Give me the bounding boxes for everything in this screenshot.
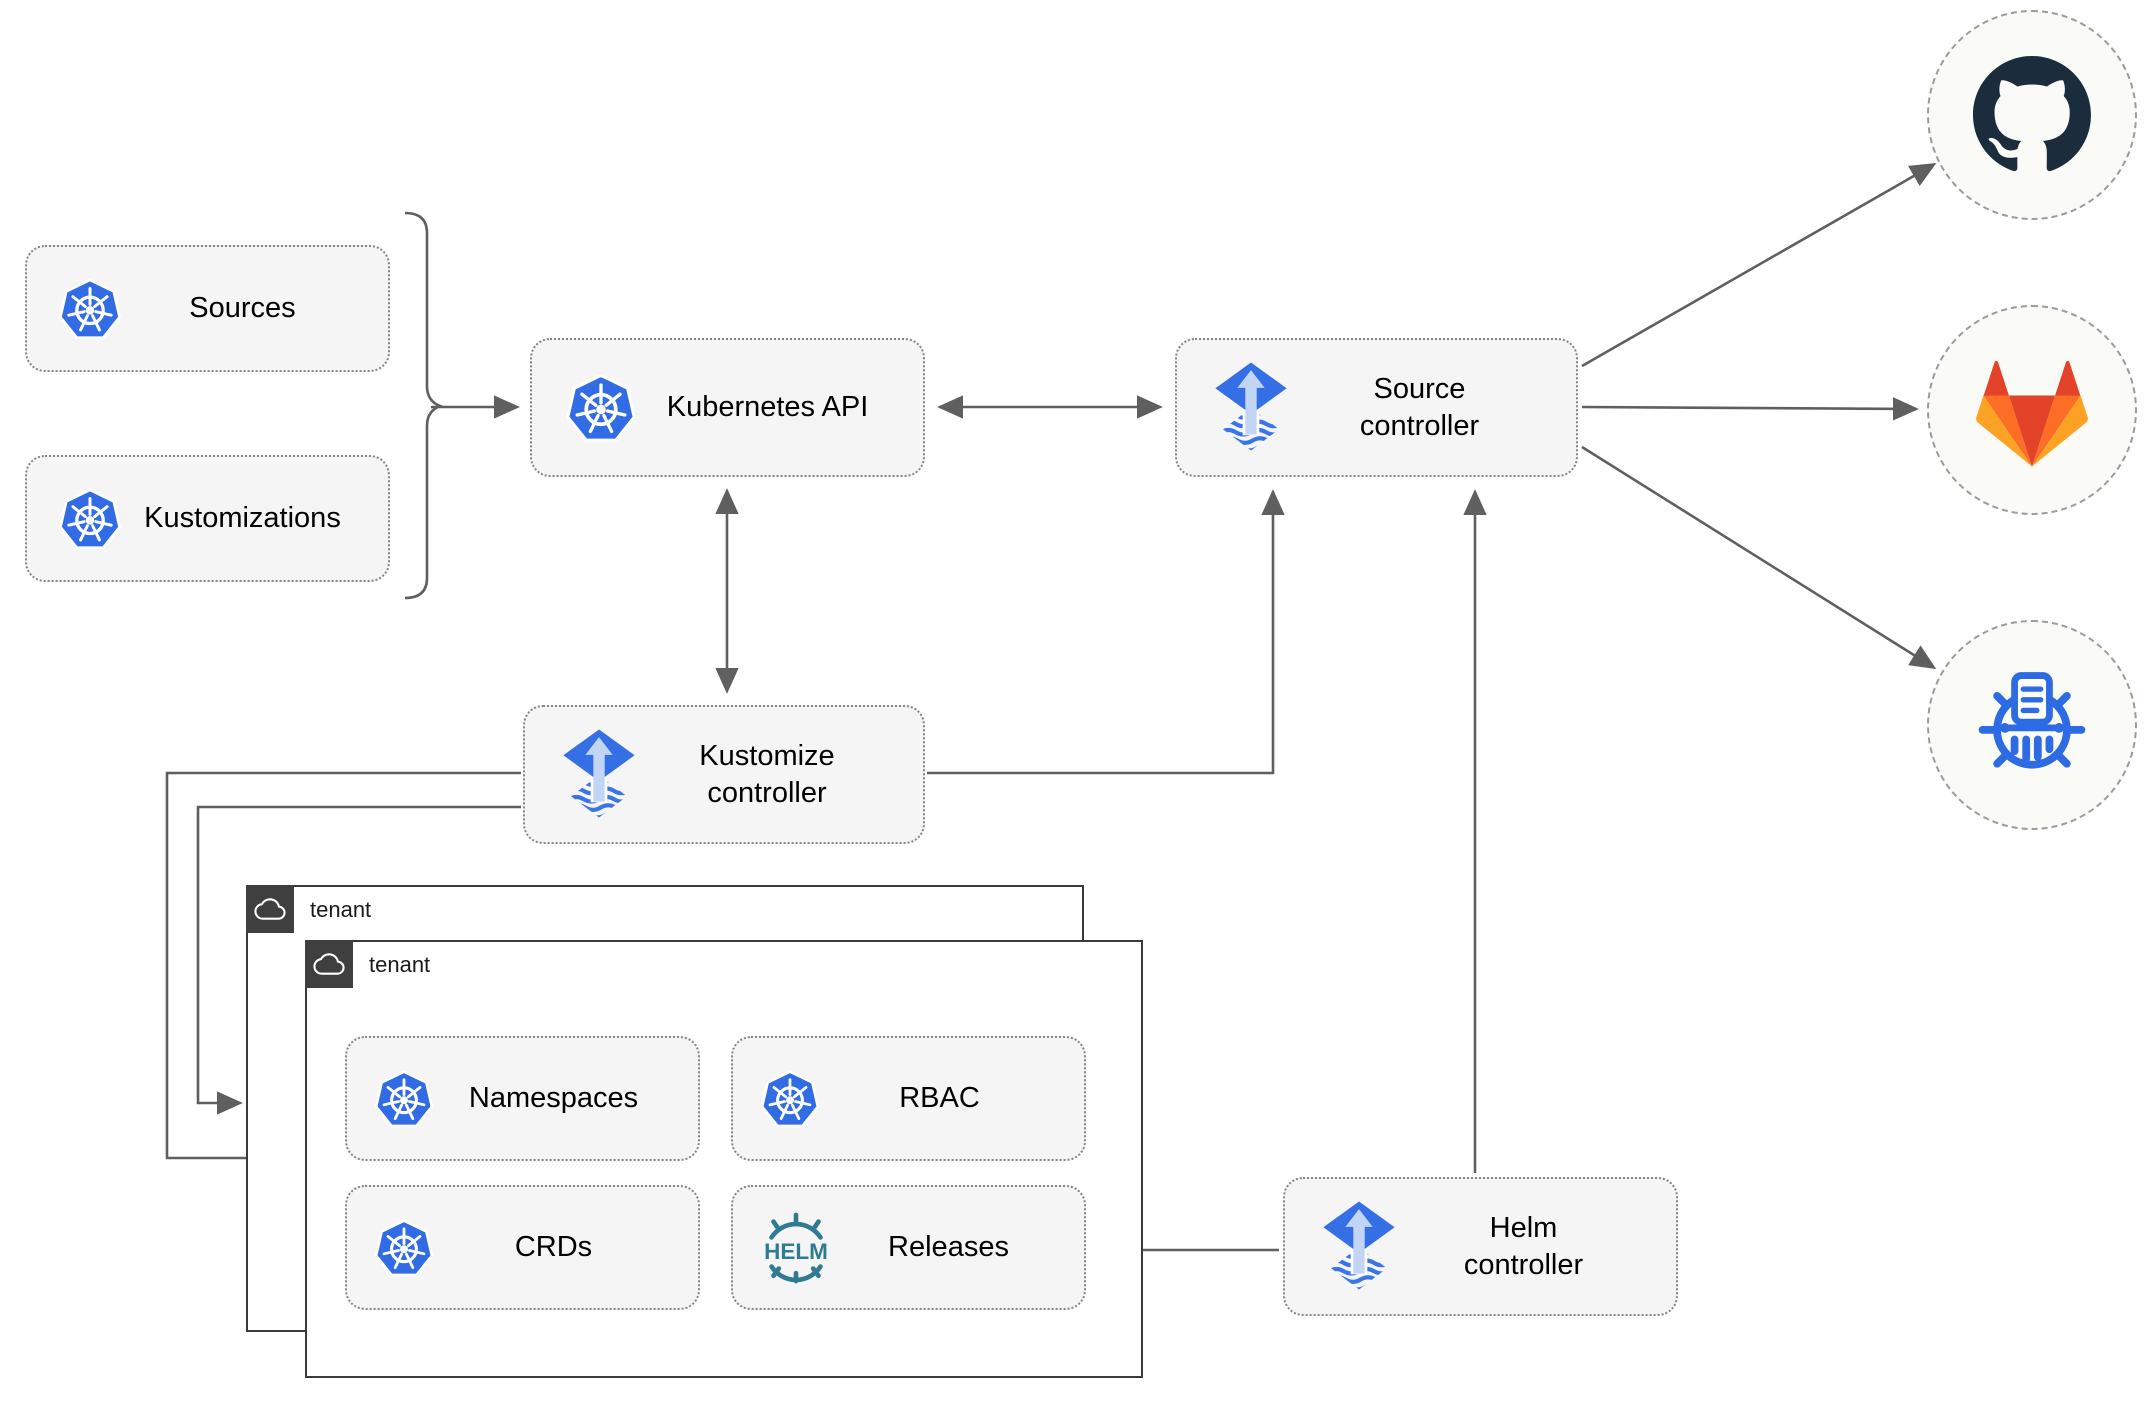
node-label: CRDs bbox=[514, 1231, 593, 1264]
kubernetes-icon bbox=[373, 1068, 435, 1130]
kubernetes-icon bbox=[57, 486, 123, 552]
tenant-label: tenant bbox=[369, 952, 431, 977]
node-kubernetes-api: Kubernetes API bbox=[530, 338, 925, 477]
remote-github bbox=[1927, 10, 2137, 220]
node-label: Sources bbox=[189, 292, 296, 325]
helm-icon: HELM bbox=[764, 1212, 828, 1283]
node-rbac: RBAC bbox=[731, 1036, 1086, 1161]
tenant-tab bbox=[246, 885, 294, 933]
svg-text:HELM: HELM bbox=[764, 1239, 828, 1264]
arrow-sourcectl-gitlab bbox=[1581, 397, 1919, 421]
node-label: Releases bbox=[888, 1231, 1009, 1264]
node-kustomizations: Kustomizations bbox=[25, 455, 390, 582]
cloud-icon bbox=[253, 892, 287, 926]
tenant-tab bbox=[305, 940, 353, 988]
kubernetes-icon bbox=[564, 371, 638, 445]
tenant-label: tenant bbox=[310, 897, 372, 922]
node-label: Kustomizations bbox=[144, 502, 341, 535]
chartmuseum-icon bbox=[1978, 672, 2086, 769]
kubernetes-icon bbox=[373, 1217, 435, 1279]
kubernetes-icon bbox=[57, 276, 123, 342]
node-releases: HELM Releases bbox=[731, 1185, 1086, 1310]
node-label: RBAC bbox=[899, 1082, 980, 1115]
cloud-icon bbox=[312, 947, 346, 981]
github-icon bbox=[1973, 56, 2091, 172]
remote-gitlab bbox=[1927, 305, 2137, 515]
kubernetes-icon bbox=[759, 1068, 821, 1130]
flux-icon bbox=[561, 728, 637, 822]
node-sources: Sources bbox=[25, 245, 390, 372]
arrow-sourcectl-github bbox=[1581, 163, 1937, 368]
flux-icon bbox=[1213, 361, 1289, 455]
arrow-sourcectl-chartmuseum bbox=[1581, 445, 1937, 670]
gitlab-icon bbox=[1976, 360, 2088, 466]
node-crds: CRDs bbox=[345, 1185, 700, 1310]
arrow-kustomizectl-sourcectl bbox=[927, 489, 1285, 775]
node-label: Kubernetes API bbox=[666, 391, 869, 424]
node-namespaces: Namespaces bbox=[345, 1036, 700, 1161]
group-brace bbox=[404, 211, 444, 600]
node-label: Namespaces bbox=[468, 1082, 639, 1115]
remote-chartmuseum bbox=[1927, 620, 2137, 830]
flux-icon bbox=[1321, 1200, 1397, 1294]
